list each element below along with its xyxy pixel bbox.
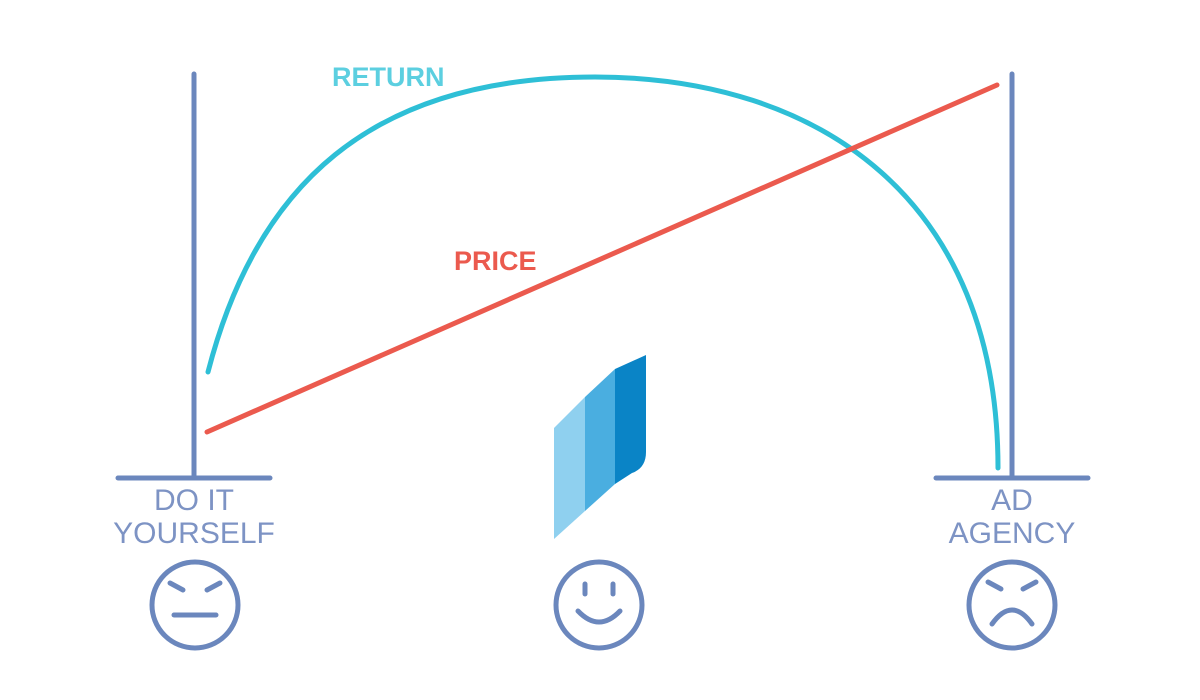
return-label: RETURN — [332, 62, 445, 92]
smiling-face-icon — [553, 559, 645, 651]
right-end-label-line2: AGENCY — [949, 517, 1076, 550]
price-label: PRICE — [454, 246, 537, 276]
right-end-label-line1: AD — [991, 484, 1033, 517]
logo-stripe-mid — [585, 369, 615, 511]
return-curve — [205, 74, 1001, 471]
frowning-face-icon — [966, 559, 1058, 651]
neutral-face-icon — [149, 559, 241, 651]
left-end-label: DO IT YOURSELF — [113, 484, 275, 550]
brand-logo-icon — [554, 355, 646, 539]
left-end-label-line1: DO IT — [154, 484, 234, 517]
logo-stripe-dark — [615, 355, 646, 484]
left-end-label-line2: YOURSELF — [113, 517, 275, 550]
right-end-label: AD AGENCY — [949, 484, 1076, 550]
left-post — [115, 71, 273, 481]
right-post — [933, 71, 1091, 481]
price-line — [204, 82, 1000, 435]
logo-stripe-light — [554, 397, 585, 539]
